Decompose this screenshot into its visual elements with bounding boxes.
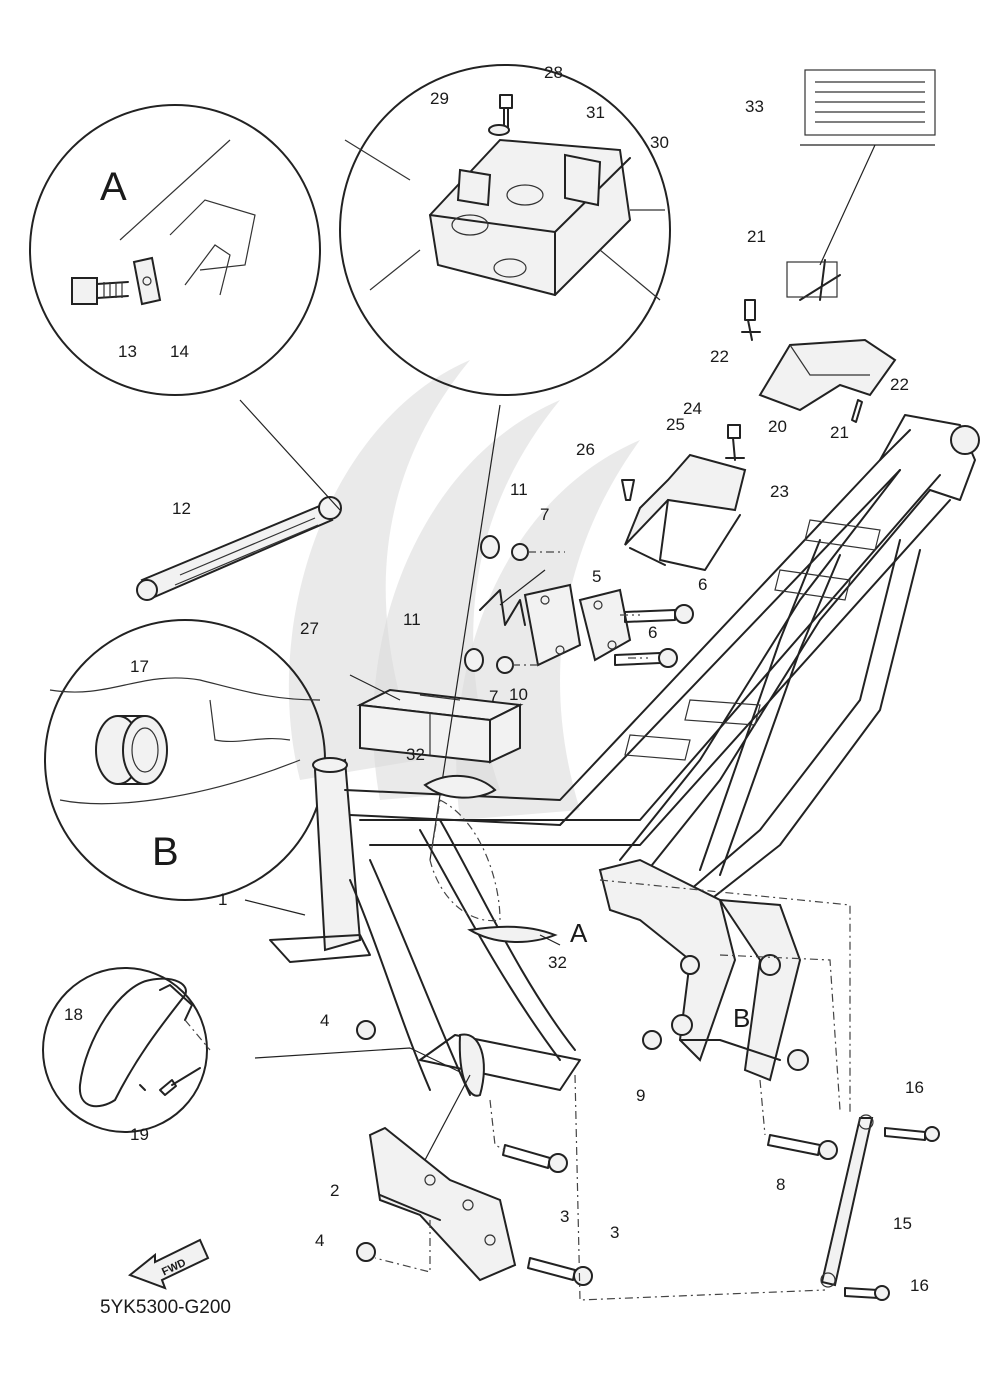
callout-20: 20 <box>768 417 787 436</box>
bolt-3-lower <box>527 1257 593 1286</box>
callout-14: 14 <box>170 342 189 361</box>
callout-32-upper: 32 <box>406 745 425 764</box>
callout-5: 5 <box>592 567 601 586</box>
clip-18 <box>78 977 187 1108</box>
detail-circle-b: B <box>44 619 326 901</box>
callout-12: 12 <box>172 499 191 518</box>
bracket-23 <box>624 453 747 571</box>
bolt-13 <box>71 277 129 305</box>
bolt-24 <box>727 424 741 461</box>
detail-a-label: A <box>100 165 127 209</box>
callout-4-lower: 4 <box>315 1231 324 1250</box>
nut-4-lower <box>356 1242 376 1262</box>
callout-29: 29 <box>430 89 449 108</box>
callout-19: 19 <box>130 1125 149 1144</box>
bolt-21-right <box>851 399 863 423</box>
callout-3-upper: 3 <box>560 1207 569 1226</box>
callout-22-right: 22 <box>890 375 909 394</box>
callout-16-upper: 16 <box>905 1078 924 1097</box>
bracket-10 <box>479 583 582 667</box>
bushing-17 <box>95 715 168 785</box>
callout-4-upper: 4 <box>320 1011 329 1030</box>
damper-11-lower <box>464 648 484 672</box>
callout-23: 23 <box>770 482 789 501</box>
callout-22-left: 22 <box>710 347 729 366</box>
callout-32-lower: 32 <box>548 953 567 972</box>
nut-7-upper <box>511 543 529 561</box>
callout-21-lower: 21 <box>830 423 849 442</box>
callout-27: 27 <box>300 619 319 638</box>
damper-31 <box>564 153 602 207</box>
nut-9 <box>642 1030 662 1050</box>
nut-4-upper <box>356 1020 376 1040</box>
bracket-5 <box>578 588 632 662</box>
callout-11-lower: 11 <box>403 610 421 629</box>
callout-6-upper: 6 <box>698 575 707 594</box>
callout-24: 24 <box>683 399 702 418</box>
detail-circle-clip <box>42 967 211 1133</box>
bolt-3-upper <box>502 1144 568 1173</box>
screw-19 <box>159 1067 201 1096</box>
bolt-21-top <box>744 299 756 341</box>
screw-26 <box>621 479 635 501</box>
callout-numbers: 1 2 3 3 4 4 5 6 6 7 7 8 9 10 11 11 12 13… <box>64 63 929 1295</box>
cover-20 <box>758 259 897 412</box>
callout-18: 18 <box>64 1005 83 1024</box>
callout-15: 15 <box>893 1214 912 1233</box>
stay-rod-15 <box>820 1114 874 1288</box>
callout-13: 13 <box>118 342 137 361</box>
callout-3-lower: 3 <box>610 1223 619 1242</box>
main-frame-1 <box>269 414 980 1097</box>
callout-30: 30 <box>650 133 669 152</box>
bolt-16-lower <box>844 1285 890 1301</box>
protector-32 <box>423 774 497 799</box>
callout-33: 33 <box>745 97 764 116</box>
callout-31: 31 <box>586 103 605 122</box>
bolt-8 <box>767 1134 838 1160</box>
callout-26: 26 <box>576 440 595 459</box>
warning-label-33 <box>804 69 936 136</box>
frame-marker-b: B <box>733 1003 750 1033</box>
callout-7-upper: 7 <box>540 505 549 524</box>
frame-marker-a: A <box>570 918 588 948</box>
callout-17: 17 <box>130 657 149 676</box>
callout-8: 8 <box>776 1175 785 1194</box>
callout-2: 2 <box>330 1181 339 1200</box>
callout-6-lower: 6 <box>648 623 657 642</box>
callout-25: 25 <box>666 415 685 434</box>
engine-bracket-2 <box>368 1126 517 1282</box>
callout-21-upper: 21 <box>747 227 766 246</box>
label-plate <box>786 261 838 298</box>
forward-direction-arrow: FWD <box>127 1238 210 1290</box>
figure-code: 5YK5300-G200 <box>100 1297 231 1318</box>
callout-10: 10 <box>509 685 528 704</box>
bolt-16-upper <box>884 1126 940 1142</box>
detail-b-label: B <box>152 830 179 874</box>
detail-circle-a: A <box>29 104 321 396</box>
battery-box-27 <box>356 688 524 764</box>
collar-14 <box>132 256 162 306</box>
bolt-6-lower <box>614 648 678 668</box>
collar-29 <box>488 124 510 136</box>
callout-28: 28 <box>544 63 563 82</box>
nut-7-lower <box>496 656 514 674</box>
bolt-6-upper <box>624 604 694 624</box>
detail-circle-battery-box <box>339 64 671 396</box>
stay-12 <box>136 496 342 1091</box>
callout-11-upper: 11 <box>510 480 528 499</box>
callout-16-lower: 16 <box>910 1276 929 1295</box>
damper-11-upper <box>480 535 500 559</box>
callout-1: 1 <box>218 890 227 909</box>
callout-9: 9 <box>636 1086 645 1105</box>
callout-7-lower: 7 <box>489 687 498 706</box>
